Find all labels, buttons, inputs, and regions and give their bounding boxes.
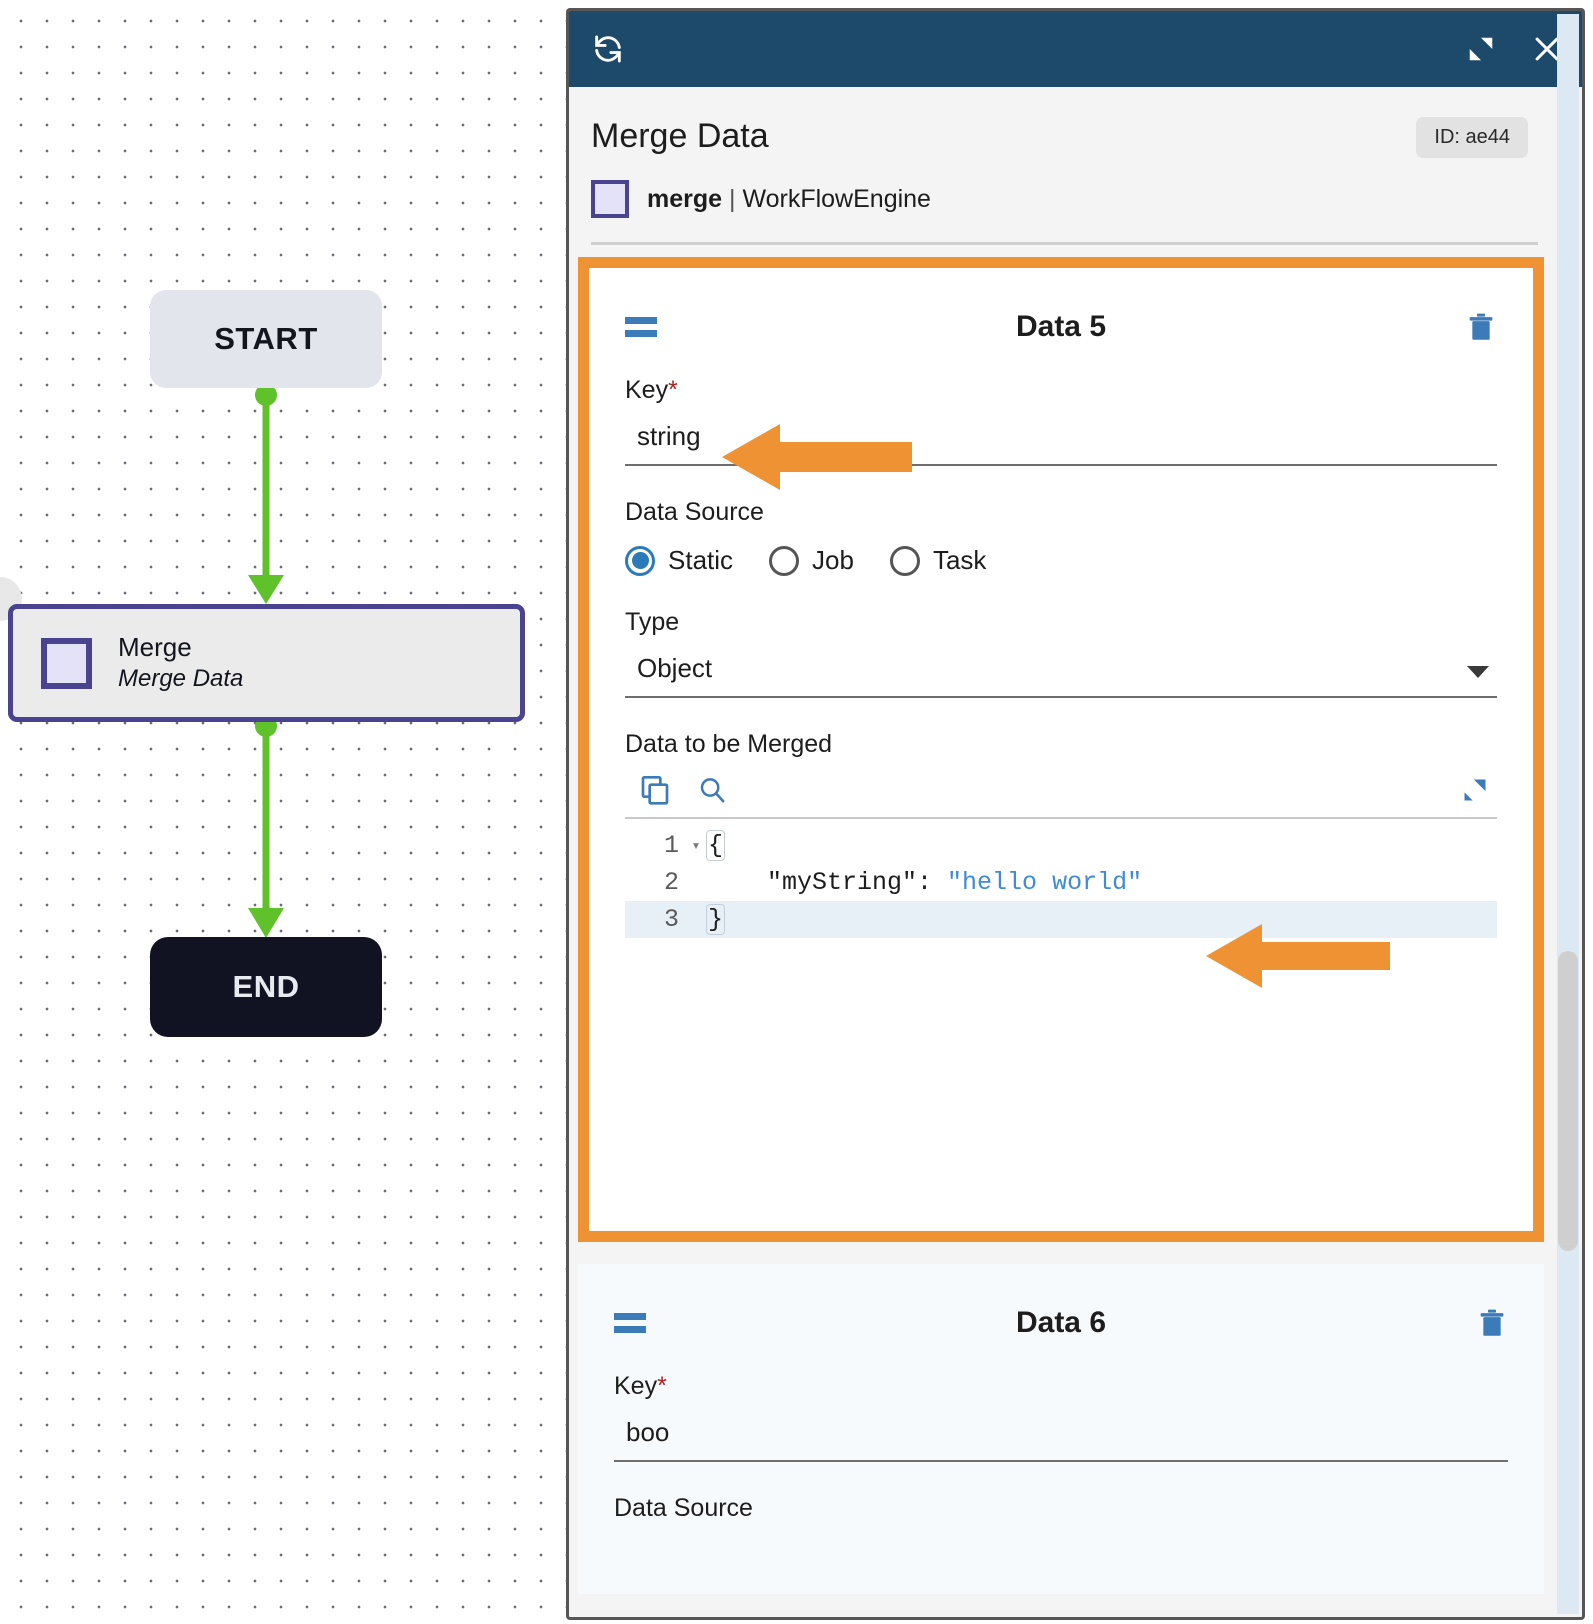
data-card-5: Data 5 Key* [589, 268, 1533, 1231]
copy-icon[interactable] [639, 773, 671, 807]
radio-option-task[interactable]: Task [890, 545, 986, 576]
node-merge-subtitle: Merge Data [118, 665, 243, 694]
subtitle-name: merge [647, 185, 722, 213]
card-6-key-input[interactable] [614, 1401, 1508, 1462]
drag-handle-icon[interactable] [625, 317, 657, 337]
panel-content: Merge Data ID: ae44 merge | WorkFlowEngi… [569, 87, 1562, 1594]
merge-node-icon [41, 638, 92, 689]
code-line-1[interactable]: 1 ▾ { [625, 827, 1497, 864]
divider [591, 242, 1538, 245]
page-title: Merge Data [591, 117, 769, 156]
code-line-1-text: { [707, 831, 724, 860]
code-editor[interactable]: 1 ▾ { 2 "myString": "hello world" [625, 817, 1497, 938]
node-merge-title: Merge [118, 633, 243, 663]
radio-option-job[interactable]: Job [769, 545, 854, 576]
radio-job-label: Job [812, 545, 854, 576]
node-merge[interactable]: Merge Merge Data [8, 604, 525, 722]
code-line-2-indent [707, 868, 767, 897]
code-line-3-number: 3 [625, 905, 685, 934]
node-details-panel: Merge Data ID: ae44 merge | WorkFlowEngi… [566, 8, 1585, 1620]
card-5-editor-label: Data to be Merged [625, 730, 1497, 759]
edge-layer [0, 0, 566, 1624]
card-5-type-select[interactable] [625, 637, 1497, 698]
card-6-key-label: Key* [614, 1372, 1508, 1401]
workflow-canvas[interactable]: START Merge Merge Data END [0, 0, 566, 1624]
radio-static-label: Static [668, 545, 733, 576]
required-asterisk: * [668, 376, 678, 404]
panel-scroll-region[interactable]: Merge Data ID: ae44 merge | WorkFlowEngi… [569, 87, 1582, 1617]
node-start-label: START [214, 321, 318, 357]
data-card-6: Data 6 Key* [578, 1264, 1544, 1594]
chevron-down-icon[interactable] [1467, 666, 1489, 678]
code-line-2-key: "myString": [767, 868, 932, 897]
radio-job-indicator[interactable] [769, 546, 799, 576]
data-card-6-wrapper: Data 6 Key* [578, 1264, 1544, 1594]
node-end[interactable]: END [150, 937, 382, 1037]
trash-icon[interactable] [1465, 310, 1497, 344]
code-editor-toolbar [625, 759, 1497, 817]
card-6-data-source-label: Data Source [614, 1494, 1508, 1523]
panel-scrollbar-thumb[interactable] [1558, 951, 1578, 1251]
card-5-title: Data 5 [1016, 310, 1106, 344]
code-line-3-text: } [707, 905, 724, 934]
node-end-label: END [233, 969, 300, 1005]
panel-scrollbar-track[interactable] [1557, 14, 1579, 1614]
highlight-frame: Data 5 Key* [578, 257, 1544, 1242]
card-6-title: Data 6 [1016, 1306, 1106, 1340]
card-5-key-input[interactable] [625, 405, 1497, 466]
radio-static-indicator[interactable] [625, 546, 655, 576]
card-5-type-label: Type [625, 608, 1497, 637]
code-line-1-number: 1 [625, 831, 685, 860]
radio-option-static[interactable]: Static [625, 545, 733, 576]
collapse-diagonal-icon[interactable] [1466, 34, 1496, 64]
key-label-text: Key [625, 376, 668, 404]
trash-icon[interactable] [1476, 1306, 1508, 1340]
card-5-header: Data 5 [625, 268, 1497, 344]
card-6-header: Data 6 [614, 1264, 1508, 1340]
panel-subtitle: merge | WorkFlowEngine [569, 158, 1562, 218]
code-fold-toggle[interactable]: ▾ [685, 836, 707, 855]
panel-header [569, 11, 1582, 87]
code-line-2-value: "hello world" [932, 868, 1142, 897]
search-icon[interactable] [697, 774, 727, 806]
radio-task-label: Task [933, 545, 986, 576]
panel-title-row: Merge Data ID: ae44 [569, 87, 1562, 158]
node-start[interactable]: START [150, 290, 382, 388]
card-5-type-value[interactable] [625, 637, 1497, 698]
card-5-data-source-label: Data Source [625, 498, 1497, 527]
subtitle-engine: WorkFlowEngine [742, 185, 931, 213]
required-asterisk-6: * [657, 1372, 667, 1400]
card-5-data-source-group[interactable]: Static Job Task [625, 545, 1497, 576]
radio-task-indicator[interactable] [890, 546, 920, 576]
sync-icon[interactable] [591, 32, 625, 66]
id-badge: ID: ae44 [1416, 117, 1528, 158]
drag-handle-icon[interactable] [614, 1313, 646, 1333]
code-line-2-number: 2 [625, 868, 685, 897]
card-5-key-label: Key* [625, 376, 1497, 405]
merge-type-icon [591, 180, 629, 218]
expand-icon[interactable] [1461, 776, 1489, 804]
key-label-text-6: Key [614, 1372, 657, 1400]
subtitle-separator: | [729, 185, 736, 213]
code-line-3[interactable]: 3 } [625, 901, 1497, 938]
code-line-2[interactable]: 2 "myString": "hello world" [625, 864, 1497, 901]
